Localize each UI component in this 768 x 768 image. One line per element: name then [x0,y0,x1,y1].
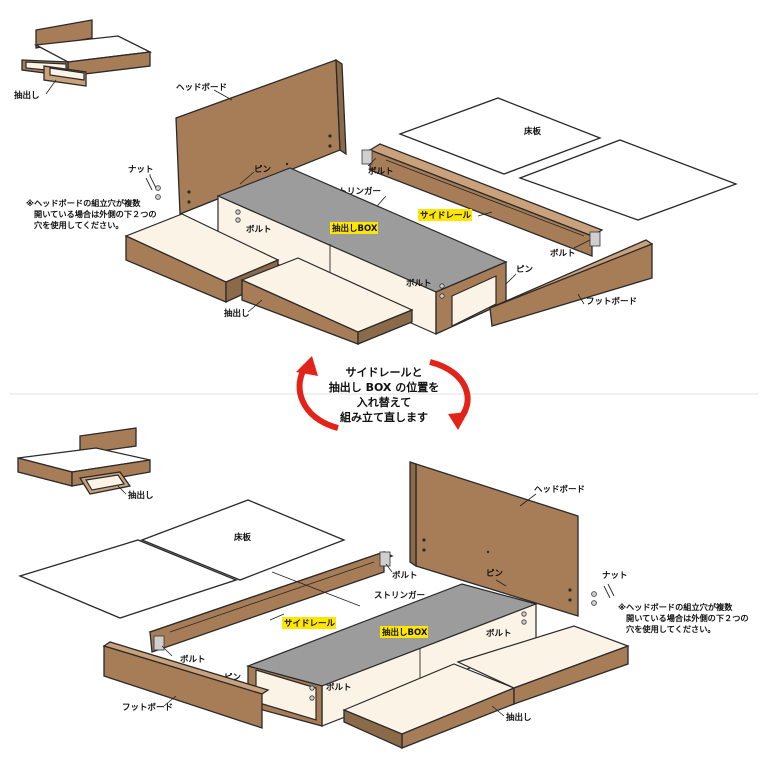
svg-text:穴を使用してください。: 穴を使用してください。 [626,624,716,634]
top-floorboards [398,97,738,221]
bottom-side-rail-label: サイドレール [284,619,336,629]
bottom-footboard-label: フットボード [122,702,173,713]
top-hardware-nuts [145,175,161,200]
top-pin-label-2: ピン [516,264,534,275]
top-bolt-label-4: ボルト [550,248,576,259]
svg-text:穴を使用してください。: 穴を使用してください。 [34,220,124,230]
svg-text:開いている場合は外側の下２つの: 開いている場合は外側の下２つの [34,209,157,219]
bottom-drawer-label: 抽出し [506,712,532,723]
top-drawer-box-label: 抽出しBOX [332,223,378,234]
bottom-diagram: 抽出し ヘッドボード 床板 サイドレール [17,427,749,750]
center-line-2: 抽出し BOX の位置を [329,380,439,394]
left-arrow-icon [296,364,339,431]
svg-text:開いている場合は外側の下２つの: 開いている場合は外側の下２つの [626,613,749,623]
left-arrowhead [296,356,318,376]
svg-text:※ヘッドボードの組立穴が複数: ※ヘッドボードの組立穴が複数 [618,602,733,612]
top-drawer-label: 抽出し [224,308,250,319]
top-note: ※ヘッドボードの組立穴が複数 開いている場合は外側の下２つの 穴を使用してくださ… [26,198,157,230]
center-line-4: 組み立て直します [340,410,428,424]
top-footboard [488,239,654,327]
bottom-headboard [409,461,579,617]
bottom-bolt-label-1: ボルト [392,570,418,581]
bottom-floorboard-label: 床板 [234,532,252,543]
top-drawers [124,213,414,345]
swap-instruction: サイドレールと 抽出し BOX の位置を 入れ替えて 組み立て直します [296,356,471,431]
bottom-headboard-label: ヘッドボード [534,484,585,495]
top-inset-label: 抽出し [14,90,40,101]
bottom-drawers [342,625,630,750]
bottom-pin-label: ピン [486,568,504,579]
top-headboard [175,58,347,215]
svg-text:※ヘッドボードの組立穴が複数: ※ヘッドボードの組立穴が複数 [26,198,141,208]
bottom-pin-label-2: ピン [224,672,242,683]
bottom-nut-label: ナット [602,571,628,581]
bottom-drawer-box-label: 抽出しBOX [382,627,428,638]
top-side-rail-label: サイドレール [420,211,472,221]
top-nut-label: ナット [128,165,154,175]
bottom-inset-label: 抽出し [128,490,154,501]
bottom-inset-bed-illustration [17,427,151,495]
top-stringer-label: ストリンガー [330,186,381,197]
top-pin-label: ピン [254,164,272,175]
bottom-bolt-label-3: ボルト [326,682,352,693]
bottom-note: ※ヘッドボードの組立穴が複数 開いている場合は外側の下２つの 穴を使用してくださ… [618,602,749,634]
top-inset-bed-illustration [21,19,153,95]
top-footboard-label: フットボード [586,296,637,307]
bottom-side-rail [148,551,394,653]
bottom-bolt-label-2: ボルト [486,628,512,639]
bottom-bolt-label-4: ボルト [180,654,206,665]
top-side-rail [361,143,604,257]
top-headboard-label: ヘッドボード [176,82,227,93]
center-line-3: 入れ替えて [357,395,411,409]
bottom-stringer-label: ストリンガー [374,590,425,601]
center-line-1: サイドレールと [346,366,423,379]
top-bolt-label-3: ボルト [406,278,432,289]
top-bolt-label-2: ボルト [246,224,272,235]
top-bolt-label-1: ボルト [368,166,394,177]
bottom-hardware-nuts [591,583,615,606]
top-floorboard-label: 床板 [524,126,542,137]
bottom-floorboards [18,499,346,619]
bottom-footboard [102,641,270,729]
top-diagram: 抽出し ヘッドボード 床板 サイドレール [14,19,738,345]
right-arrowhead [448,412,468,430]
